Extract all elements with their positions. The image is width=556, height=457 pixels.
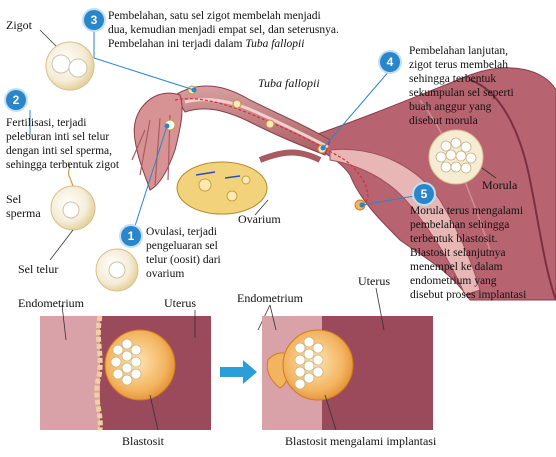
step-4-line-3: sehingga terbentuk (409, 73, 497, 85)
step-2-line-4: sehingga terbentuk zigot (6, 159, 120, 171)
label-sel-sperma-2: sperma (6, 206, 41, 220)
label-sel-sperma: Sel sperma (6, 192, 41, 220)
step-3-badge: 3 (84, 10, 104, 30)
step-1-badge: 1 (121, 226, 141, 246)
label-sel-telur: Sel telur (18, 262, 59, 276)
step-5-line-1: Morula terus mengalami (410, 205, 524, 217)
label-uterus-left: Uterus (164, 296, 196, 310)
process-arrow (220, 360, 257, 384)
label-sel-sperma-1: Sel (6, 192, 22, 206)
ovary (176, 161, 268, 215)
step-5-text: Morula terus mengalami pembelahan sehing… (410, 204, 526, 302)
panel-blastosit (40, 304, 211, 431)
panel-implantasi (262, 287, 433, 431)
step-3-line-2: dua, kemudian menjadi empat sel, dan set… (108, 24, 339, 36)
step-3-italic-tail: Tuba fallopii (245, 38, 305, 50)
step-3-line-3: Pembelahan ini terjadi dalam Tuba fallop… (108, 37, 339, 51)
label-blastosit-implantasi: Blastosit mengalami implantasi (285, 434, 437, 448)
step-1-line-4: ovarium (146, 268, 185, 280)
step-5-line-2: pembelahan sehingga (410, 219, 510, 231)
label-ovarium: Ovarium (238, 212, 281, 226)
step-5-line-3: terbentuk blastosit. (410, 233, 498, 245)
step-4-line-6: disebut morula (409, 115, 478, 127)
label-tuba-fallopii: Tuba fallopii (258, 76, 320, 90)
step-4-line-1: Pembelahan lanjutan, (409, 45, 508, 57)
step-2-line-3: dengan inti sel sperma, (6, 145, 113, 157)
fallopian-tube (174, 85, 331, 156)
label-morula: Morula (482, 178, 518, 192)
step-5-line-4: Blastosit selanjutnya (410, 247, 506, 259)
step-5-line-6: endometrium yang (410, 275, 497, 287)
step-4-text: Pembelahan lanjutan, zigot terus membela… (409, 44, 514, 128)
step-5-line-7: disebut proses implantasi (410, 289, 527, 301)
step-2-line-2: peleburan inti sel telur (6, 131, 110, 143)
step-1-line-2: pengeluaran sel (146, 240, 218, 252)
step-2-line-1: Fertilisasi, terjadi (6, 117, 87, 129)
label-endometrium-right: Endometrium (237, 291, 303, 305)
step-3-text: Pembelahan, satu sel zigot membelah menj… (108, 9, 339, 51)
step-1-text: Ovulasi, terjadi pengeluaran sel telur (… (146, 225, 221, 281)
label-uterus-right: Uterus (358, 274, 390, 288)
step-1-line-3: telur (oosit) dari (146, 254, 221, 266)
step-4-line-4: sekumpulan sel seperti (409, 87, 514, 99)
step-4-line-2: zigot terus membelah (409, 59, 508, 71)
uterus-lumen (329, 148, 481, 296)
label-endometrium-left: Endometrium (18, 296, 84, 310)
step-4-line-5: buah anggur yang (409, 101, 492, 113)
label-zigot: Zigot (6, 18, 32, 32)
uterus-shape (298, 67, 556, 301)
step-3-line-3-text: Pembelahan ini terjadi dalam (108, 38, 243, 50)
step-5-line-5: menempel ke dalam (410, 261, 503, 273)
step-1-line-1: Ovulasi, terjadi (146, 226, 217, 238)
step-2-badge: 2 (6, 90, 26, 110)
step-3-line-1: Pembelahan, satu sel zigot membelah menj… (108, 10, 321, 22)
step-4-badge: 4 (380, 52, 400, 72)
step-2-text: Fertilisasi, terjadi peleburan inti sel … (6, 116, 119, 172)
step-5-badge: 5 (414, 184, 434, 204)
label-blastosit: Blastosit (122, 434, 165, 448)
